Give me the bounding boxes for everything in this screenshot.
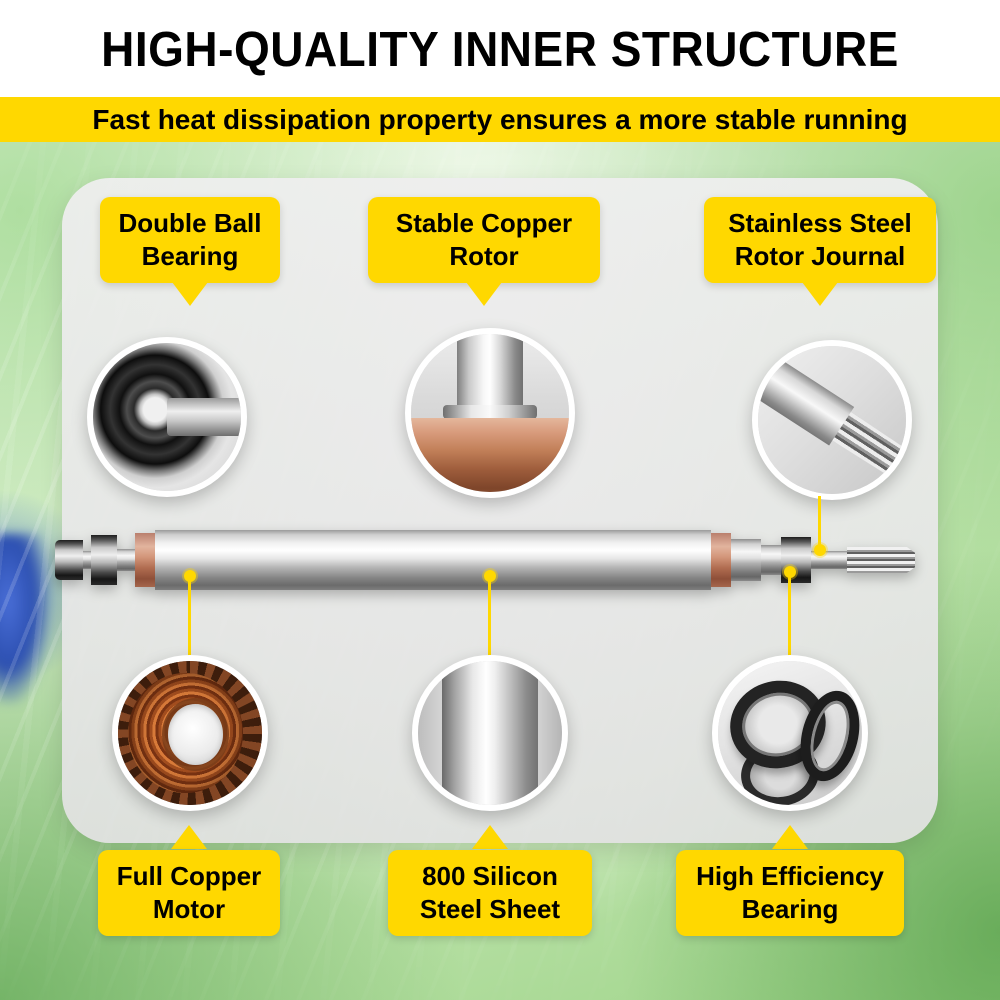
callout-label-double-ball-bearing: Double Ball Bearing: [100, 197, 280, 283]
pointer-triangle-down: [466, 282, 502, 306]
shaft-step: [761, 545, 781, 575]
inset-photo-high-efficiency-bearing: [712, 655, 868, 811]
copper-band-detail: [411, 417, 569, 492]
connector-line: [788, 574, 791, 656]
title-bar: HIGH-QUALITY INNER STRUCTURE: [0, 0, 1000, 97]
inset-photo-800-silicon-steel-sheet: [412, 655, 568, 811]
sprinkler-blur: [0, 534, 50, 704]
connector-line: [818, 496, 821, 546]
callout-label-text: 800 Silicon Steel Sheet: [419, 860, 561, 924]
pointer-triangle-down: [802, 282, 838, 306]
page-title: HIGH-QUALITY INNER STRUCTURE: [101, 20, 899, 77]
motor-shaft-photo: [55, 528, 915, 592]
connector-dot: [184, 570, 196, 582]
ball-bearing-closeup: [93, 343, 241, 491]
journal-spline-section: [832, 412, 912, 496]
connector-dot: [784, 566, 796, 578]
inset-photo-full-copper-motor: [112, 655, 268, 811]
pointer-triangle-up: [472, 825, 508, 849]
shaft-step: [731, 539, 761, 581]
bearing-set-closeup: [718, 661, 862, 805]
pointer-triangle-up: [171, 825, 207, 849]
connector-dot: [814, 544, 826, 556]
callout-label-stable-copper-rotor: Stable Copper Rotor: [368, 197, 600, 283]
silicon-steel-sheet-closeup: [418, 661, 562, 805]
inset-photo-stable-copper-rotor: [405, 328, 575, 498]
shaft-neck: [83, 551, 91, 569]
callout-label-text: Double Ball Bearing: [118, 207, 262, 271]
connector-line: [188, 578, 191, 656]
background-photo: Double Ball Bearing Stable Copper Rotor …: [0, 142, 1000, 1000]
callout-label-full-copper-motor: Full Copper Motor: [98, 850, 280, 936]
bearing-shaft-detail: [167, 397, 241, 437]
inset-photo-double-ball-bearing: [87, 337, 247, 497]
rotor-journal-closeup: [758, 346, 906, 494]
steel-cylinder-detail: [442, 661, 538, 805]
connector-line: [488, 578, 491, 656]
pointer-triangle-down: [172, 282, 208, 306]
callout-label-text: High Efficiency Bearing: [696, 860, 884, 924]
copper-ring-right: [711, 533, 731, 587]
shaft-splined-end: [847, 547, 915, 573]
callout-label-text: Stable Copper Rotor: [395, 207, 573, 271]
callout-label-stainless-steel-rotor-journal: Stainless Steel Rotor Journal: [704, 197, 936, 283]
journal-smooth-section: [758, 346, 854, 446]
pointer-triangle-up: [772, 825, 808, 849]
callout-label-800-silicon-steel-sheet: 800 Silicon Steel Sheet: [388, 850, 592, 936]
rotor-shaft-detail: [456, 334, 524, 413]
motor-bore-detail: [168, 704, 224, 765]
copper-motor-closeup: [118, 661, 262, 805]
connector-dot: [484, 570, 496, 582]
inset-photo-stainless-steel-rotor-journal: [752, 340, 912, 500]
copper-rotor-closeup: [411, 334, 569, 492]
subtitle-banner: Fast heat dissipation property ensures a…: [0, 97, 1000, 142]
callout-label-high-efficiency-bearing: High Efficiency Bearing: [676, 850, 904, 936]
callout-label-text: Full Copper Motor: [116, 860, 262, 924]
shaft-body: [155, 530, 711, 590]
shaft-bearing-left: [91, 535, 117, 585]
subtitle-text: Fast heat dissipation property ensures a…: [92, 103, 908, 135]
copper-ring-left: [135, 533, 155, 587]
callout-label-text: Stainless Steel Rotor Journal: [728, 207, 912, 271]
shaft-neck: [117, 549, 135, 571]
journal-shaft-detail: [758, 346, 912, 500]
rotor-collar-detail: [442, 405, 538, 420]
shaft-end-cap-left: [55, 540, 83, 580]
